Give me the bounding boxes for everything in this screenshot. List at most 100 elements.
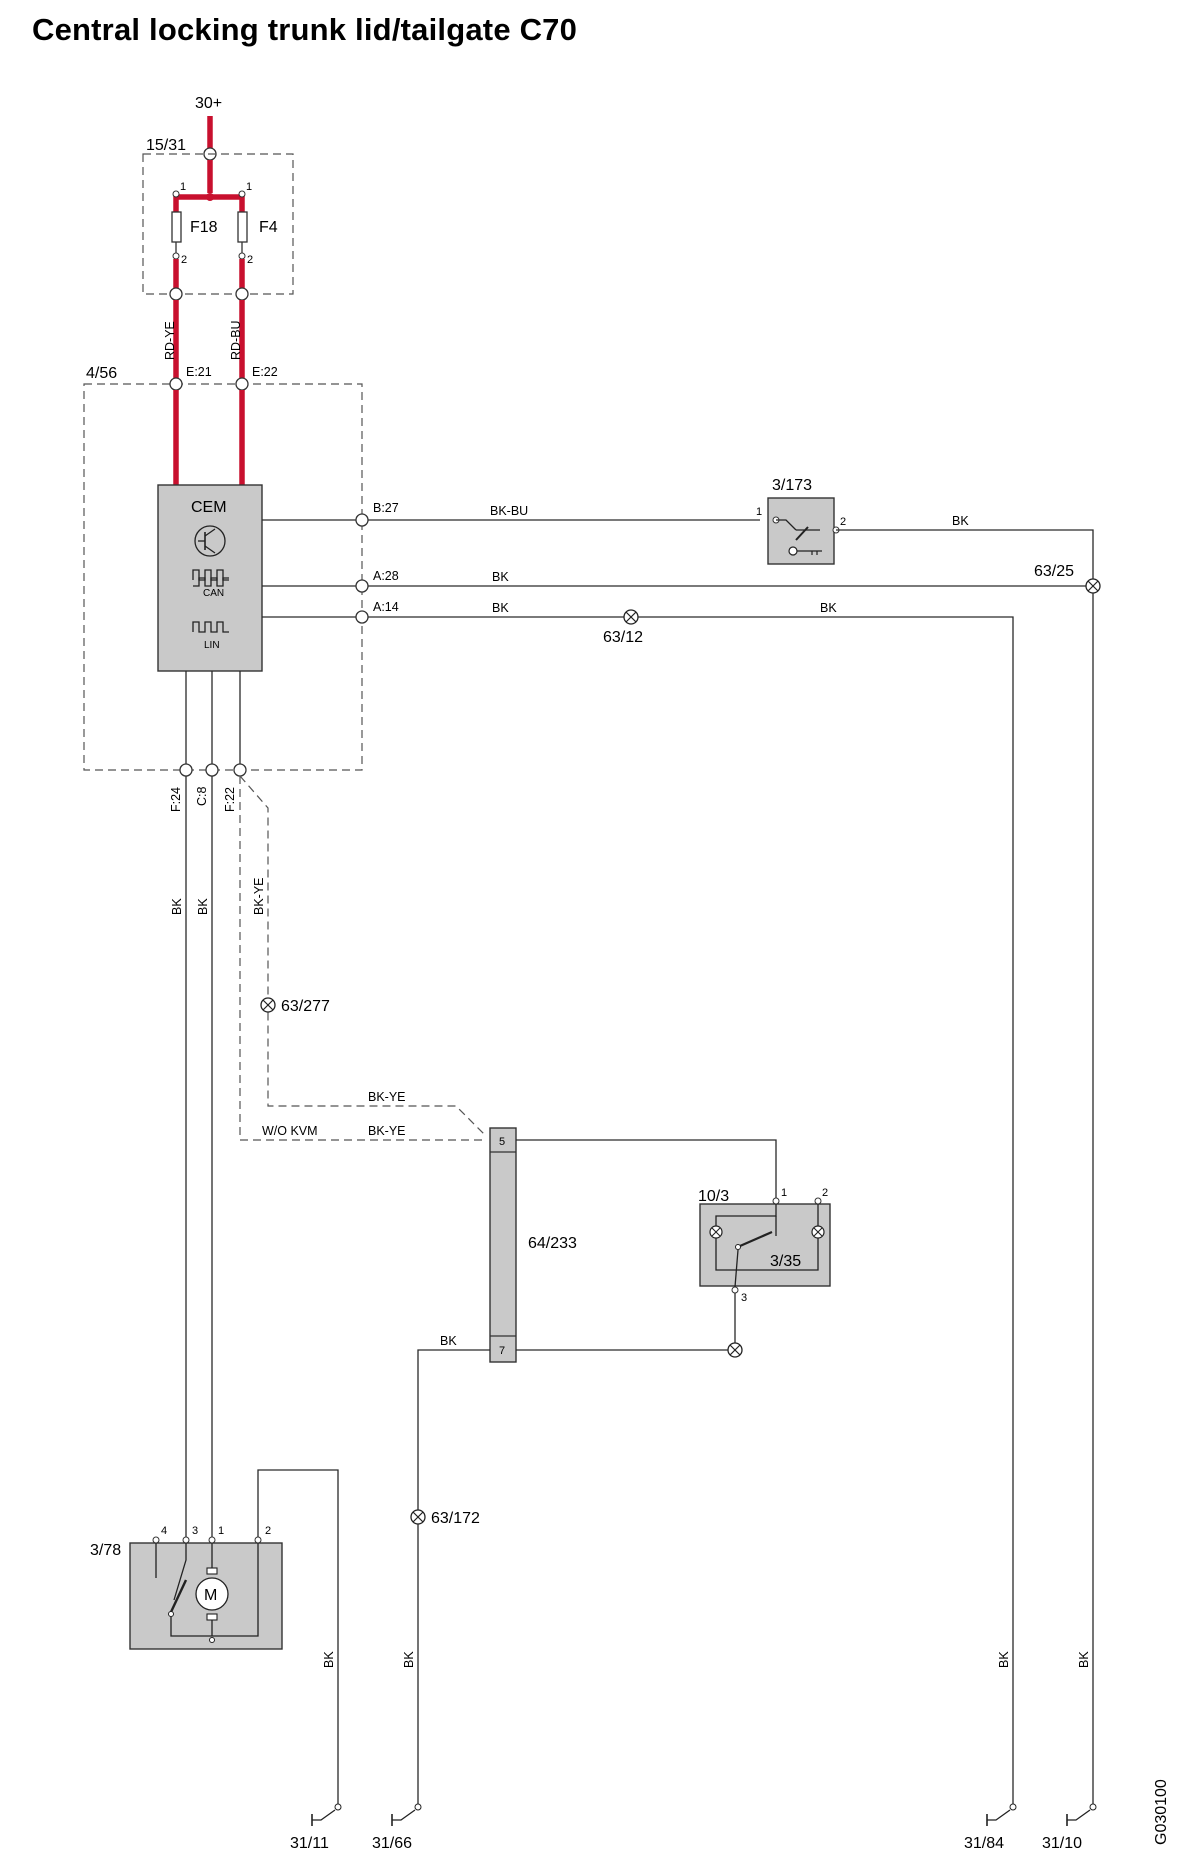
a14-bk-wire-b (638, 616, 1014, 1804)
ground-31-84-symbol (986, 1803, 1017, 1826)
pin-a14-label: A:14 (373, 600, 399, 614)
fuse-f18-body (171, 211, 182, 243)
lamp-icon-left (709, 1225, 723, 1239)
module-id: 4/56 (86, 365, 117, 382)
pin-c8-label: C:8 (195, 787, 209, 807)
lock-motor-id: 3/78 (90, 1542, 121, 1559)
bk-bu-label: BK-BU (490, 504, 528, 518)
connector-pin5-label: 5 (499, 1136, 505, 1148)
pin-b27-terminal (355, 513, 369, 527)
figure-code: G030100 (1153, 1779, 1170, 1845)
ground-31-10-color: BK (1077, 1651, 1091, 1668)
fuse-f4-body (237, 211, 248, 243)
fuse-f4-pin2-label: 2 (247, 254, 253, 266)
lock-motor-brush-bottom (206, 1613, 218, 1621)
splice-63-12-icon (623, 609, 639, 625)
lock-motor-pin2-label: 2 (265, 1525, 271, 1537)
rd-bu-label: RD-BU (229, 320, 243, 360)
key-switch-pin2-label: 2 (840, 516, 846, 528)
lock-motor-pin4 (152, 1536, 160, 1544)
lock-motor-switch-lever (173, 1543, 187, 1601)
pin7-bk-wire (417, 1349, 490, 1510)
switch-unit-pin1-label: 1 (781, 1187, 787, 1199)
module-outline (83, 383, 363, 771)
lock-motor-pin1-label: 1 (218, 1525, 224, 1537)
lock-motor-pin3-label: 3 (192, 1525, 198, 1537)
lock-motor-switch-blade (169, 1579, 188, 1613)
pin-a28-terminal (355, 579, 369, 593)
c8-bk-label: BK (196, 898, 210, 915)
lin-signal-icon (192, 621, 229, 633)
lamp-icon-right (811, 1225, 825, 1239)
motor-icon (195, 1577, 229, 1611)
pin-e21-terminal (169, 377, 183, 391)
fuse-f4-pin1 (238, 190, 246, 198)
ground-31-11-symbol (311, 1803, 342, 1826)
bk-ye-wo-kvm-route (239, 776, 486, 1141)
key-switch-lever (795, 526, 809, 541)
cem-label: CEM (191, 499, 227, 516)
lock-motor-common-node (209, 1637, 215, 1643)
cem-unit (157, 484, 263, 672)
lock-motor-brush-top (206, 1567, 218, 1575)
transistor-icon (194, 525, 226, 557)
motor-symbol: M (204, 1587, 217, 1604)
fuse-bus-node (206, 193, 214, 201)
key-switch (767, 497, 835, 565)
splice-63-25-label: 63/25 (1034, 563, 1074, 580)
lock-motor-pin4-label: 4 (161, 1525, 167, 1537)
key-icon (788, 546, 822, 556)
ground-31-66-symbol (391, 1803, 422, 1826)
ground-31-11-color: BK (322, 1651, 336, 1668)
fuse-f18-pin1 (172, 190, 180, 198)
connector-pin7-label: 7 (499, 1345, 505, 1357)
page-title: Central locking trunk lid/tailgate C70 (32, 12, 578, 47)
pin-f22-label: F:22 (223, 787, 237, 812)
pin5-wire (516, 1139, 777, 1198)
lock-motor-switch-pivot (168, 1611, 174, 1617)
pin-f22-terminal (233, 763, 247, 777)
f24-bk-label: BK (170, 898, 184, 915)
fuse-f18-pin2-label: 2 (181, 254, 187, 266)
fuse-f18-pin1-label: 1 (180, 181, 186, 193)
connector-id: 64/233 (528, 1235, 577, 1252)
switch-unit-lamp-loop (715, 1238, 819, 1271)
junction-splice-icon (727, 1342, 743, 1358)
supply-label: 30+ (195, 95, 222, 112)
fuse-f18-label: F18 (190, 219, 218, 236)
ground-31-66-label: 31/66 (372, 1835, 412, 1852)
ground-31-11-wire (257, 1469, 339, 1804)
switch-unit-pin2 (814, 1197, 822, 1205)
switch-unit-pin3-label: 3 (741, 1292, 747, 1304)
fuse-box-id: 15/31 (146, 137, 186, 154)
switch-unit-pin1 (772, 1197, 780, 1205)
bk-ye-upper-label: BK-YE (368, 1090, 406, 1104)
bk-ye-vertical-label: BK-YE (252, 877, 266, 915)
pin-e22-label: E:22 (252, 365, 278, 379)
fuse-f18-pin2 (172, 252, 180, 260)
splice-63-12-label: 63/12 (603, 629, 643, 646)
bk-ye-lower-label: BK-YE (368, 1124, 406, 1138)
switch-unit-out (734, 1249, 739, 1288)
lin-label: LIN (204, 640, 220, 651)
switch-unit-id: 10/3 (698, 1188, 729, 1205)
switch-sub-id: 3/35 (770, 1253, 801, 1270)
switch-unit-pivot (735, 1244, 741, 1250)
splice-63-172-icon (410, 1509, 426, 1525)
pin-c8-terminal (205, 763, 219, 777)
pin-f24-terminal (179, 763, 193, 777)
pin-f24-label: F:24 (169, 787, 183, 812)
key-switch-ground-wire (836, 529, 1094, 580)
lock-motor-common-loop (170, 1543, 259, 1637)
can-label: CAN (203, 588, 224, 599)
ground-31-11-label: 31/11 (290, 1835, 329, 1852)
pin7-bk-label: BK (440, 1334, 457, 1348)
switch-unit-lever (739, 1230, 773, 1248)
splice-63-172-label: 63/172 (431, 1510, 480, 1527)
splice-63-25-icon (1085, 578, 1101, 594)
fuse-f4-pin2 (238, 252, 246, 260)
splice-63-277-label: 63/277 (281, 998, 330, 1015)
rd-ye-label: RD-YE (163, 321, 177, 360)
key-switch-pin1-label: 1 (756, 506, 762, 518)
